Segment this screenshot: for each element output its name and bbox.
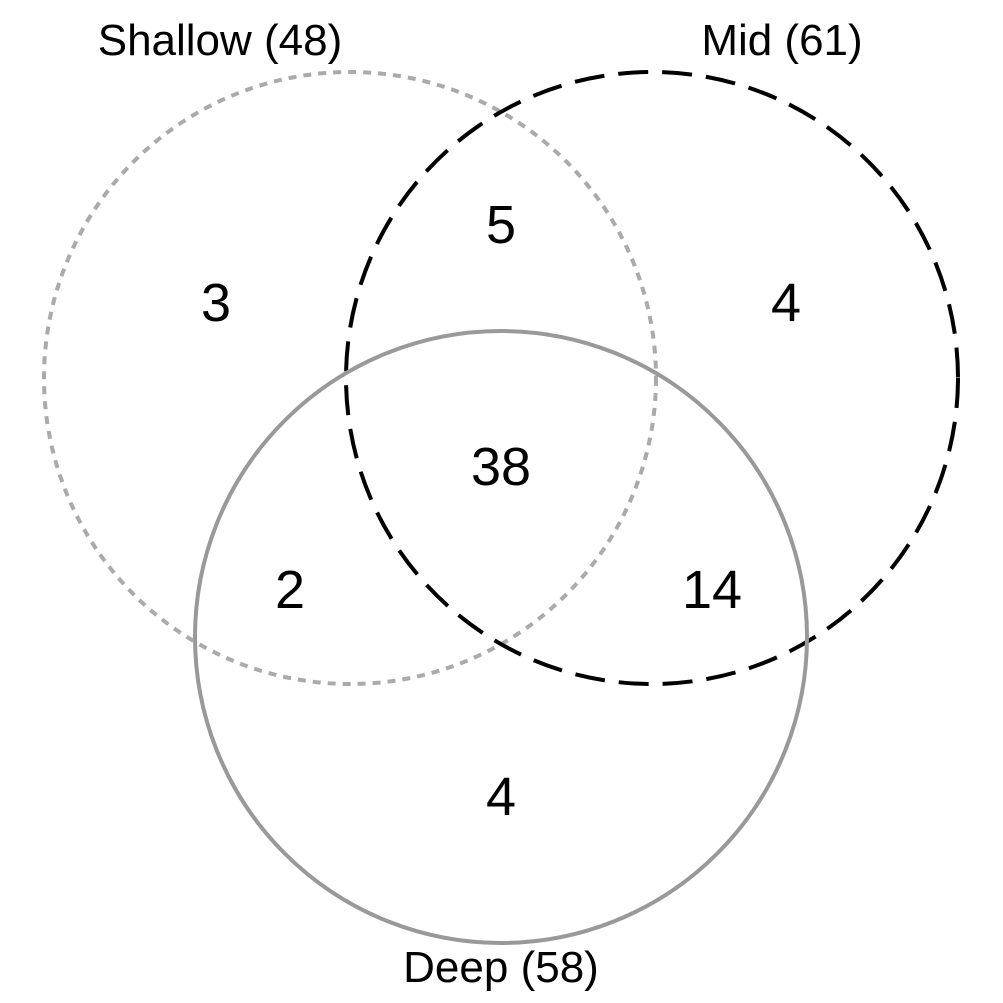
region-shallow-only: 3 [201, 273, 231, 333]
shallow-set-label: Shallow (48) [98, 16, 343, 65]
region-shallow-mid: 5 [486, 195, 516, 255]
shallow-circle [42, 70, 658, 686]
region-shallow-deep: 2 [275, 560, 305, 620]
region-all-three: 38 [471, 437, 531, 497]
region-mid-deep: 14 [682, 560, 742, 620]
deep-circle [193, 329, 809, 945]
mid-circle [344, 70, 960, 686]
mid-set-label: Mid (61) [701, 16, 862, 65]
deep-set-label: Deep (58) [403, 943, 599, 992]
region-mid-only: 4 [771, 273, 801, 333]
region-deep-only: 4 [486, 767, 516, 827]
